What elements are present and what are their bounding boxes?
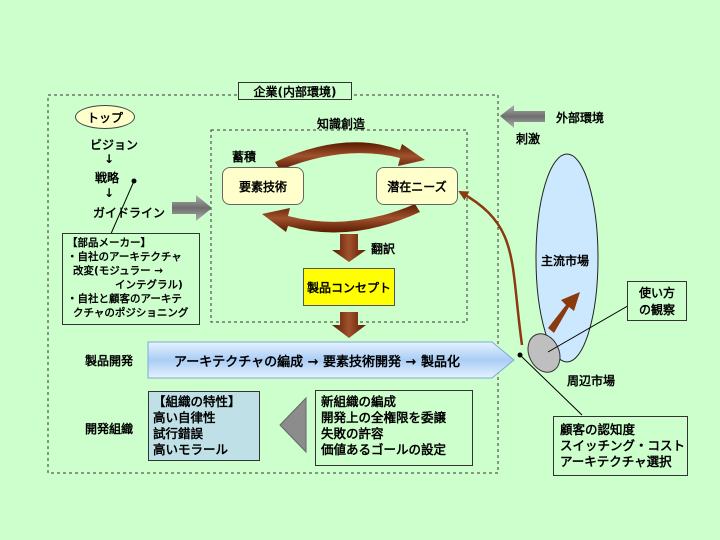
guideline-connector	[109, 180, 135, 237]
new-org-line-3: 失敗の許容	[321, 426, 384, 441]
stimulus-label: 刺激	[516, 132, 541, 146]
parts-maker-header: 【部品メーカー】	[67, 237, 151, 249]
latent-needs-box: 潜在ニーズ	[376, 167, 458, 205]
top-node-label: トップ	[86, 110, 123, 125]
peripheral-market-label: 周辺市場	[567, 374, 616, 388]
customer-line-1: 顧客の認知度	[560, 422, 636, 437]
parts-maker-line-1: ・自社のアーキテクチャ	[67, 251, 182, 263]
translate-arrow	[332, 234, 366, 262]
company-title: 企業(内部環境)	[238, 82, 352, 100]
concept-label: 製品コンセプト	[306, 280, 391, 295]
concept-down-arrow	[332, 312, 366, 338]
main-market-ellipse	[535, 153, 599, 363]
translate-label: 翻訳	[371, 242, 396, 256]
hierarchy-arrow-2: ↓	[104, 186, 115, 200]
parts-maker-line-3: インテグラル)	[115, 279, 183, 291]
usage-line-2: の観察	[638, 303, 675, 317]
development-flow: アーキテクチャの編成 → 要素技術開発 → 製品化	[174, 355, 460, 370]
external-label: 外部環境	[556, 111, 605, 125]
development-arrow	[147, 341, 515, 379]
guideline-arrow	[172, 195, 212, 221]
knowledge-boundary	[210, 129, 468, 323]
usage-observation-box: 使い方 の観察	[627, 281, 687, 321]
guideline-dot	[131, 178, 137, 184]
customer-connector	[519, 354, 583, 416]
periphery-dot	[517, 352, 523, 358]
guideline-label: ガイドライン	[93, 206, 166, 220]
development-label: 製品開発	[85, 354, 134, 368]
knowledge-title: 知識創造	[317, 117, 366, 131]
customer-line-2: スイッチング・コスト	[560, 438, 686, 453]
parts-maker-line-4: ・自社と顧客のアーキテ	[67, 293, 182, 305]
new-org-line-1: 新組織の編成	[321, 394, 397, 409]
org-label: 開発組織	[85, 422, 134, 436]
strategy-label: 戦略	[95, 171, 120, 185]
top-node: トップ	[75, 105, 135, 129]
element-tech-label: 要素技術	[238, 179, 287, 194]
feedback-curve	[458, 190, 524, 346]
org-trait-1: 高い自律性	[153, 410, 216, 425]
new-org-line-4: 価値あるゴールの設定	[321, 442, 447, 457]
market-growth-arrow	[548, 292, 580, 333]
parts-maker-line-5: クチャのポジショニング	[73, 307, 189, 319]
customer-line-3: アーキテクチャ選択	[560, 454, 672, 469]
cycle-bottom-arrow	[262, 204, 420, 233]
org-traits-header: 【組織の特性】	[153, 394, 241, 409]
latent-needs-label: 潜在ニーズ	[387, 179, 447, 194]
parts-maker-box: 【部品メーカー】 ・自社のアーキテクチャ 改変(モジュラー → インテグラル) …	[62, 233, 200, 325]
concept-box: 製品コンセプト	[303, 268, 395, 306]
org-trait-3: 高いモラール	[153, 442, 229, 457]
customer-box: 顧客の認知度 スイッチング・コスト アーキテクチャ選択	[553, 416, 688, 476]
stimulus-arrow	[500, 105, 545, 128]
cycle-top-arrow	[275, 142, 425, 170]
main-market-label: 主流市場	[541, 254, 590, 268]
vision-label: ビジョン	[90, 138, 139, 152]
new-org-box: 新組織の編成 開発上の全権限を委譲 失敗の許容 価値あるゴールの設定	[315, 390, 473, 466]
org-traits-box: 【組織の特性】 高い自律性 試行錯誤 高いモラール	[148, 391, 260, 461]
new-org-line-2: 開発上の全権限を委譲	[321, 410, 447, 425]
usage-connector	[547, 299, 639, 353]
accumulate-label: 蓄積	[232, 150, 257, 164]
element-tech-box: 要素技術	[222, 167, 304, 205]
org-trait-2: 試行錯誤	[153, 426, 204, 441]
org-triangle	[279, 396, 307, 454]
parts-maker-line-2: 改変(モジュラー →	[73, 265, 164, 277]
company-title-text: 企業(内部環境)	[253, 84, 337, 99]
hierarchy-arrow-1: ↓	[104, 152, 115, 166]
usage-line-1: 使い方	[638, 286, 675, 300]
